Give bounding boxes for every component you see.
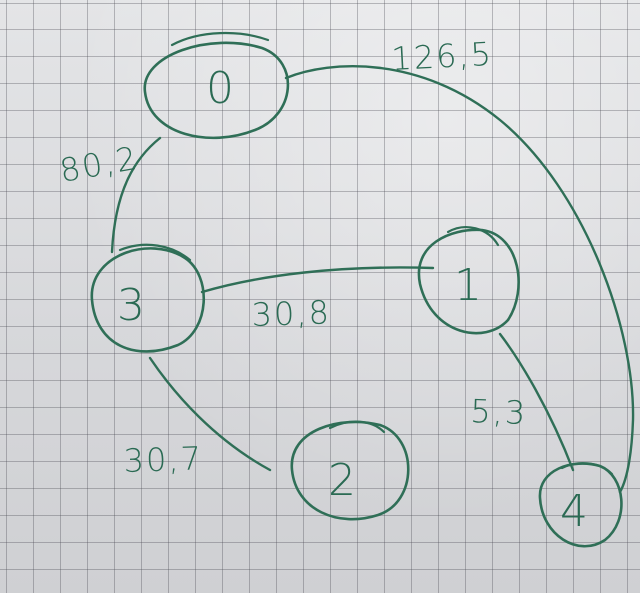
edge-label-3-1: 30,8 — [251, 293, 332, 334]
edge-label-0-4: 126,5 — [390, 35, 493, 78]
node-4: 4 — [538, 462, 623, 548]
node-2: 2 — [290, 420, 410, 521]
edge-0-4 — [284, 65, 635, 494]
edge-label-3-2: 30,7 — [123, 439, 204, 480]
node-3: 3 — [90, 243, 205, 353]
node-0-label: 0 — [206, 63, 234, 114]
node-0: 0 — [143, 31, 290, 140]
edge-label-0-3: 80,2 — [57, 139, 142, 190]
node-3-label: 3 — [117, 280, 145, 331]
node-4-label: 4 — [560, 486, 588, 537]
edge-3-2 — [148, 356, 272, 472]
edge-3-1 — [200, 266, 435, 294]
edge-label-1-4: 5,3 — [470, 392, 528, 432]
node-2-label: 2 — [328, 455, 356, 506]
node-1: 1 — [417, 226, 520, 335]
edge-1-4 — [498, 332, 575, 472]
node-1-label: 1 — [454, 260, 482, 311]
edge-0-3 — [110, 136, 162, 254]
